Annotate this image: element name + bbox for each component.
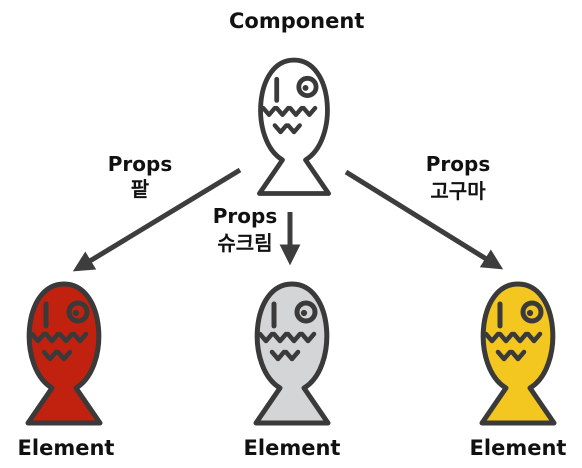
props-value-right: 고구마 xyxy=(430,179,486,203)
fish-body-fill xyxy=(482,284,554,423)
element-label-left: Element xyxy=(17,436,115,460)
element-fish-icon-gray xyxy=(256,284,328,423)
fish-body-fill xyxy=(256,284,328,423)
fish-body-fill xyxy=(28,284,100,423)
arrow-left xyxy=(72,167,242,272)
component-fish-icon xyxy=(259,60,328,193)
component-label: Component xyxy=(229,9,365,33)
element-label-middle: Element xyxy=(243,436,341,460)
fish-body-fill xyxy=(259,60,329,194)
element-label-right: Element xyxy=(469,436,567,460)
element-fish-icon-red xyxy=(28,284,100,423)
arrow-right xyxy=(344,169,504,270)
props-label-left: Props xyxy=(107,152,173,176)
props-value-middle: 슈크림 xyxy=(217,231,273,255)
props-value-left: 팥 xyxy=(130,177,150,201)
props-label-middle: Props xyxy=(212,204,278,228)
props-label-right: Props xyxy=(425,152,491,176)
element-fish-icon-yellow xyxy=(482,284,554,423)
